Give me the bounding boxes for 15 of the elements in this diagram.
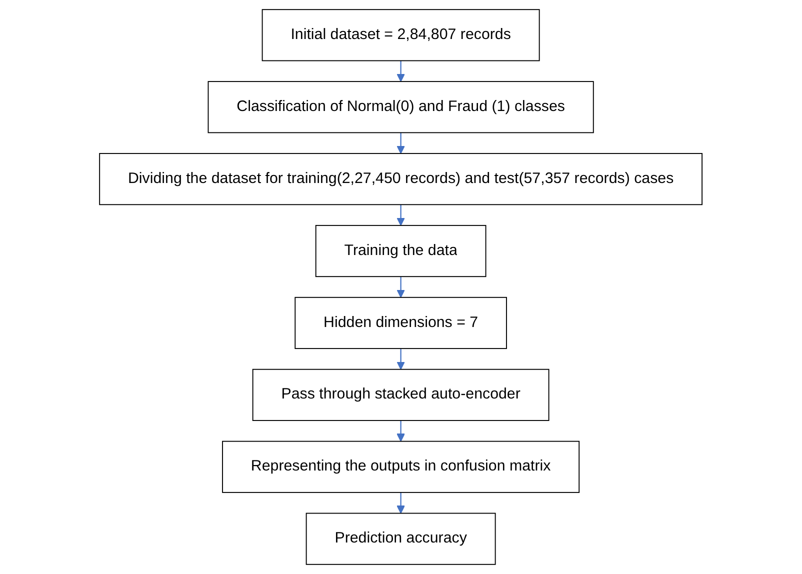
arrow bbox=[396, 492, 406, 514]
node-box: Hidden dimensions = 7 bbox=[294, 296, 508, 349]
node-box: Training the data bbox=[316, 224, 486, 278]
node-box: Pass through stacked auto-encoder bbox=[252, 368, 550, 421]
arrow bbox=[396, 420, 406, 442]
arrow bbox=[396, 132, 406, 154]
arrow bbox=[396, 60, 406, 82]
node-box: Representing the outputs in confusion matrix bbox=[222, 440, 580, 493]
node-box: Initial dataset = 2,84,807 records bbox=[262, 9, 540, 62]
node-box: Classification of Normal(0) and Fraud (1) classes bbox=[208, 81, 594, 134]
arrow bbox=[396, 276, 406, 298]
node-box: Dividing the dataset for training(2,27,450 records) and test(57,357 records) cases bbox=[99, 153, 703, 206]
node-box: Prediction accuracy bbox=[306, 512, 496, 565]
arrow bbox=[396, 204, 406, 226]
arrow bbox=[396, 348, 406, 370]
